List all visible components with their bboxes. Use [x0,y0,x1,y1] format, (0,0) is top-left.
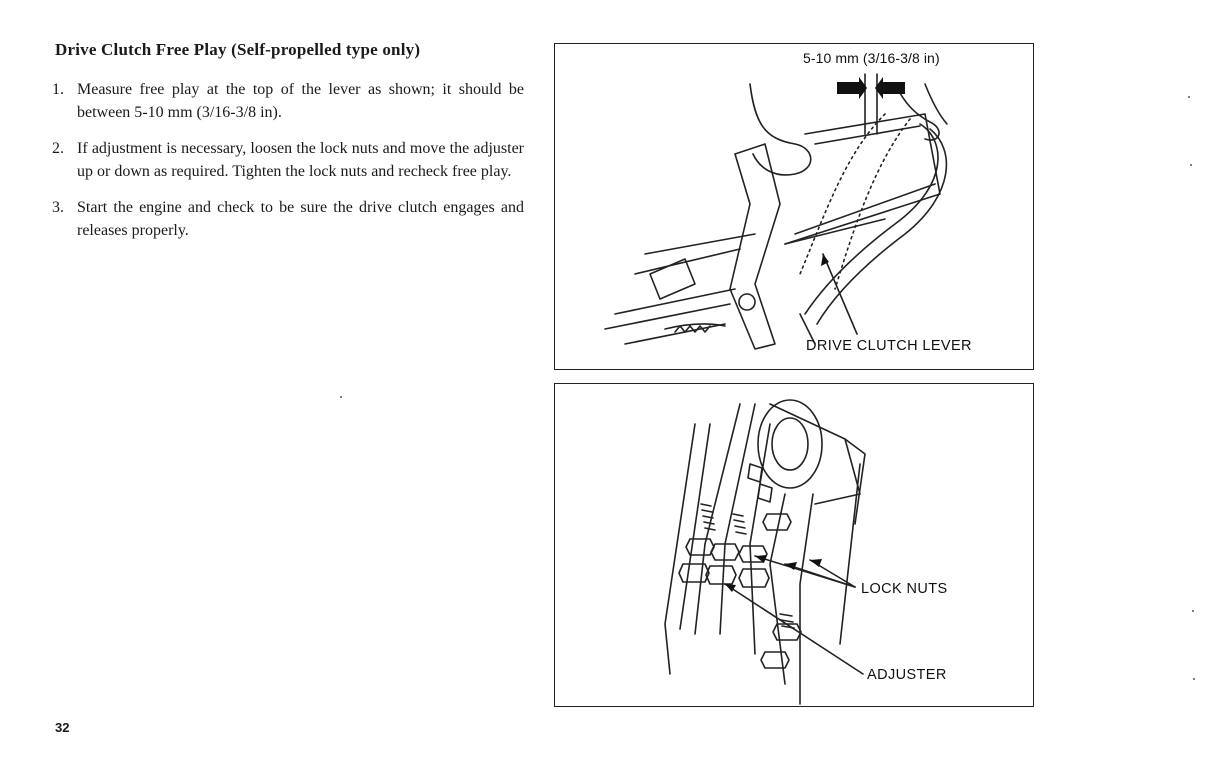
scan-speck [340,396,342,398]
page-title: Drive Clutch Free Play (Self-propelled t… [55,40,420,60]
scan-speck [1188,96,1190,98]
step-number: 3. [52,199,64,216]
step-text: Start the engine and check to be sure th… [77,199,524,239]
drive-clutch-lever-label: DRIVE CLUTCH LEVER [806,338,972,354]
step-number: 2. [52,140,64,157]
instruction-steps: 1. Measure free play at the top of the l… [50,78,524,255]
scan-speck [1192,610,1194,612]
scan-speck [1193,678,1195,680]
dimension-label: 5-10 mm (3/16-3/8 in) [803,50,940,66]
lever-drawing [604,73,948,350]
step-2: 2. If adjustment is necessary, loosen th… [50,137,524,183]
step-text: Measure free play at the top of the leve… [77,81,524,121]
adjuster-label: ADJUSTER [867,667,947,683]
step-text: If adjustment is necessary, loosen the l… [77,140,524,180]
drive-clutch-lever-illustration: 5-10 mm (3/16-3/8 in) DRIVE CLUTCH LEVER [554,43,1034,370]
heading-title: Drive Clutch Free Play [55,40,227,59]
lock-nuts-adjuster-illustration: LOCK NUTS ADJUSTER [554,383,1034,707]
cable-adjuster-drawing [664,399,866,705]
page-number: 32 [55,720,70,735]
heading-qualifier: (Self-propelled type only) [231,40,421,59]
scan-speck [1190,164,1192,166]
lock-nuts-label: LOCK NUTS [861,581,948,597]
step-1: 1. Measure free play at the top of the l… [50,78,524,124]
step-number: 1. [52,81,64,98]
step-3: 3. Start the engine and check to be sure… [50,196,524,242]
